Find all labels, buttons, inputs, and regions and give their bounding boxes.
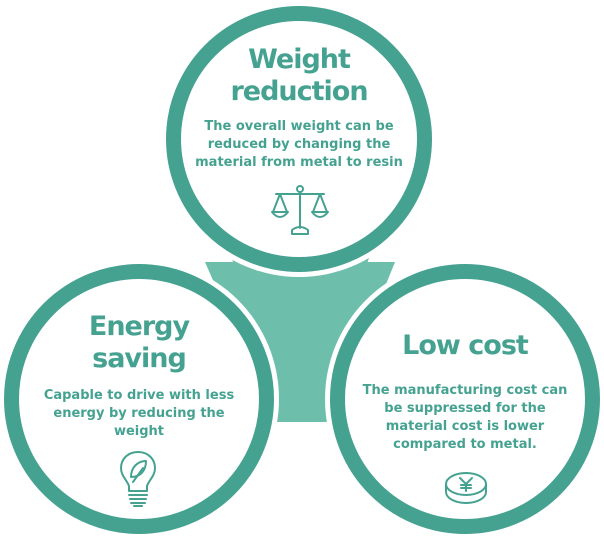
energy-saving-desc-line: energy by reducing the — [53, 406, 225, 421]
yen-coin-icon — [445, 472, 487, 504]
weight-reduction-desc-line: reduced by changing the — [207, 137, 391, 152]
weight-reduction-desc-line: material from metal to resin — [195, 155, 403, 170]
low-cost-desc-line: The manufacturing cost can — [362, 383, 568, 398]
low-cost-title: Low cost — [402, 330, 529, 361]
low-cost-desc-line: compared to metal. — [393, 437, 537, 452]
energy-saving-text: Energy saving Capable to drive with less… — [20, 311, 258, 441]
balance-scale-icon — [271, 185, 329, 235]
energy-saving-desc-line: Capable to drive with less — [43, 388, 235, 403]
low-cost-text: Low cost The manufacturing cost can be s… — [346, 330, 584, 454]
weight-reduction-text: Weight reduction The overall weight can … — [180, 44, 418, 172]
low-cost-desc-line: be suppressed for the — [384, 401, 546, 416]
leaf-lightbulb-icon — [120, 451, 156, 507]
weight-reduction-desc-line: The overall weight can be — [204, 119, 394, 134]
low-cost-desc-line: material cost is lower — [385, 419, 545, 434]
energy-saving-desc-line: weight — [113, 424, 165, 439]
weight-reduction-title: Weight reduction — [230, 44, 368, 107]
energy-saving-title: Energy saving — [88, 311, 190, 374]
